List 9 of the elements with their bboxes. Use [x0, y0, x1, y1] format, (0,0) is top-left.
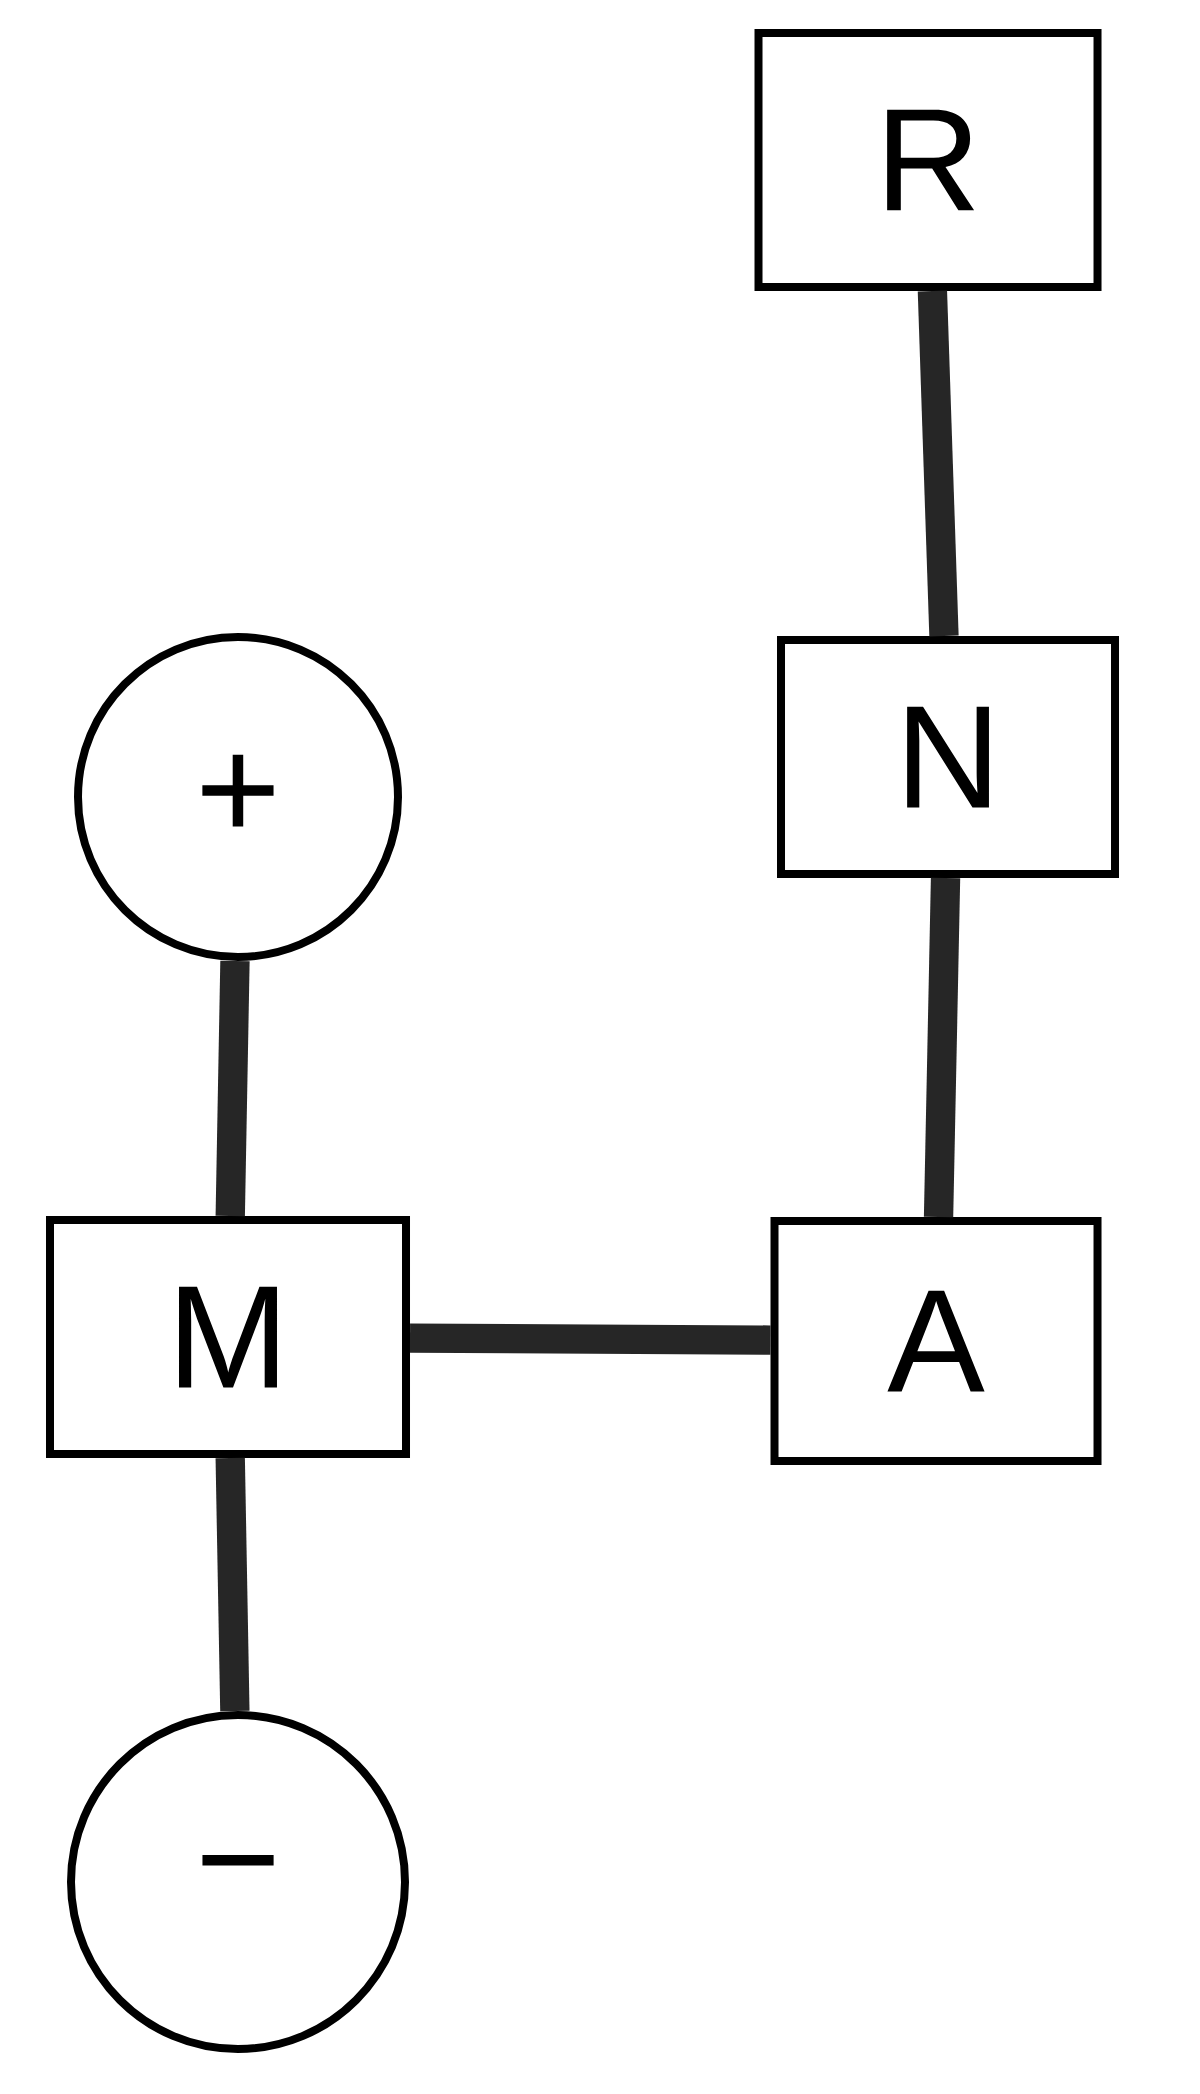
letter-box: A [770, 1217, 1102, 1465]
letter-box: R [754, 29, 1102, 291]
letter-box: M [46, 1216, 410, 1458]
connector-line [215, 960, 250, 1217]
connector-line [409, 1323, 771, 1355]
connector-line [917, 290, 959, 637]
connector-line [215, 1457, 250, 1712]
letter-box: N [777, 636, 1119, 878]
connector-line [923, 877, 961, 1218]
